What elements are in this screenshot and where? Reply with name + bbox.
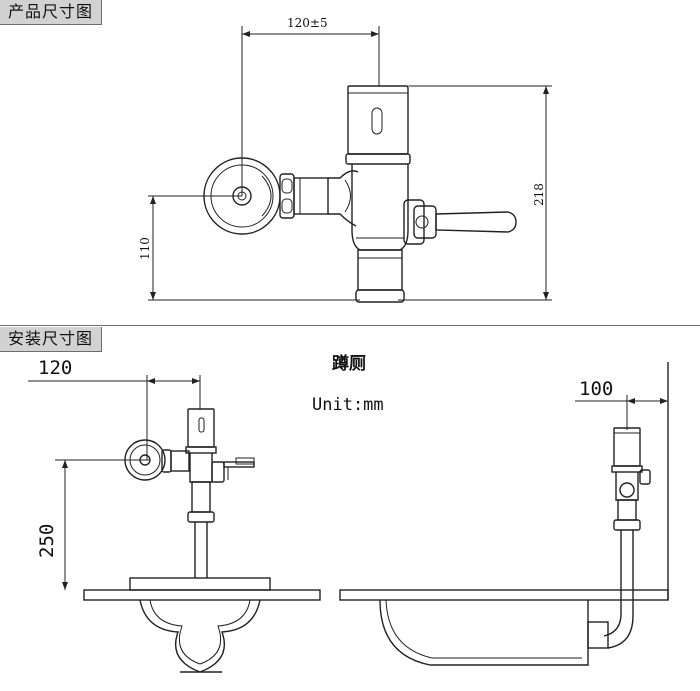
- section-tab-install: 安装尺寸图: [0, 327, 103, 352]
- install-offset-dimension: 120: [38, 357, 73, 379]
- install-front-view: [28, 375, 321, 673]
- unit-label: Unit:mm: [312, 395, 384, 415]
- install-height-dimension: 250: [36, 523, 58, 558]
- product-drawing: [148, 26, 552, 303]
- section-tab-product: 产品尺寸图: [0, 0, 103, 25]
- section-divider: [0, 325, 700, 326]
- install-wall-dimension: 100: [579, 378, 614, 400]
- product-width-dimension: 120±5: [287, 16, 328, 30]
- product-height-dimension: 218: [532, 183, 546, 206]
- install-side-view: [339, 362, 669, 666]
- install-title: 蹲厕: [332, 354, 366, 374]
- product-center-height-dimension: 110: [138, 237, 152, 260]
